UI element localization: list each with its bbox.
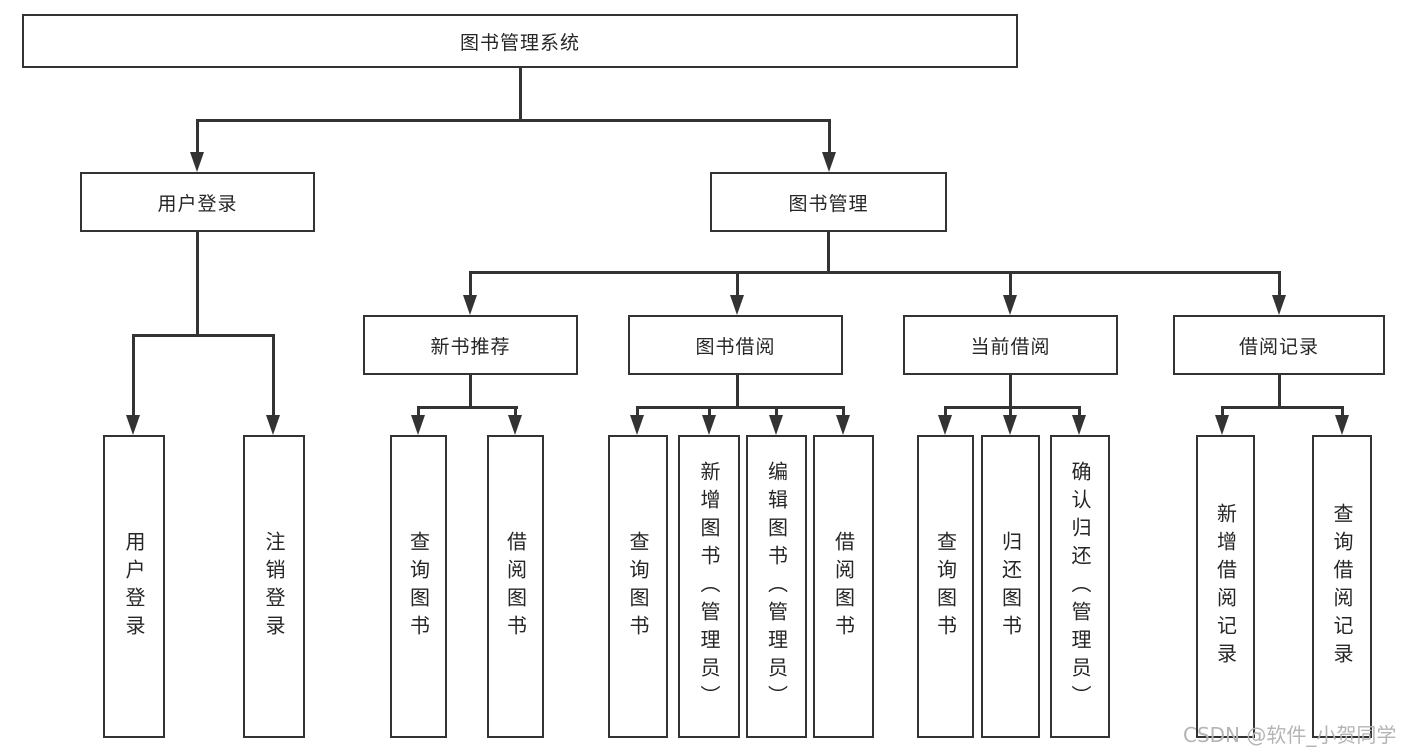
connector-records-stem	[1278, 375, 1281, 408]
connector-leg	[636, 406, 639, 418]
connector-leg	[736, 271, 739, 299]
node-book-borrowing-label: 图书借阅	[695, 335, 776, 358]
arrowhead-down	[1003, 295, 1017, 315]
leaf-logout-label: 注销登录	[262, 530, 286, 643]
arrowhead-down	[126, 415, 140, 435]
connector-leg	[1278, 271, 1281, 299]
connector-recommend-rail	[417, 406, 518, 409]
connector-leg	[775, 406, 778, 418]
leaf-add-borrow-record: 新增借阅记录	[1196, 435, 1255, 738]
connector-root-rail	[196, 119, 831, 122]
connector-bookmgmt-rail	[469, 271, 1281, 274]
arrowhead-down	[769, 415, 783, 435]
node-new-book-recommend-label: 新书推荐	[430, 335, 511, 358]
connector-userlogin-stem	[196, 232, 199, 336]
arrowhead-down	[1215, 415, 1229, 435]
arrowhead-down	[822, 152, 836, 172]
connector-borrowing-rail	[636, 406, 845, 409]
leaf-return-books: 归还图书	[981, 435, 1040, 738]
node-book-management-label: 图书管理	[788, 192, 869, 215]
connector-current-rail	[944, 406, 1081, 409]
connector-leg	[842, 406, 845, 418]
arrowhead-down	[508, 415, 522, 435]
connector-leg	[1009, 271, 1012, 299]
node-root-system: 图书管理系统	[22, 14, 1018, 68]
leaf-query-books-recommend-label: 查询图书	[406, 530, 431, 643]
connector-borrowing-stem	[736, 375, 739, 408]
arrowhead-down	[702, 415, 716, 435]
connector-leg	[828, 119, 831, 159]
connector-bookmgmt-stem	[827, 232, 830, 273]
leaf-borrow-books: 借阅图书	[813, 435, 874, 738]
connector-leg	[272, 334, 275, 418]
arrowhead-down	[1272, 295, 1286, 315]
connector-leg	[1341, 406, 1344, 418]
connector-leg	[1078, 406, 1081, 418]
arrowhead-down	[836, 415, 850, 435]
connector-leg	[196, 119, 199, 159]
node-current-borrowing: 当前借阅	[903, 315, 1118, 375]
leaf-user-login: 用户登录	[103, 435, 165, 738]
node-user-login: 用户登录	[80, 172, 315, 232]
leaf-add-borrow-record-label: 新增借阅记录	[1213, 502, 1238, 671]
leaf-query-books-borrowing-label: 查询图书	[626, 530, 650, 643]
leaf-edit-books-admin: 编辑图书（管理员）	[746, 435, 807, 738]
leaf-query-books-current: 查询图书	[917, 435, 974, 738]
arrowhead-down	[411, 415, 425, 435]
leaf-query-books-recommend: 查询图书	[390, 435, 447, 738]
leaf-query-borrow-record-label: 查询借阅记录	[1330, 502, 1354, 671]
leaf-confirm-return-admin-label: 确认归还（管理员）	[1068, 460, 1092, 713]
leaf-return-books-label: 归还图书	[998, 530, 1023, 643]
connector-current-stem	[1009, 375, 1012, 408]
leaf-edit-books-admin-label: 编辑图书（管理员）	[764, 460, 789, 713]
leaf-logout: 注销登录	[243, 435, 305, 738]
connector-leg	[708, 406, 711, 418]
arrowhead-down	[190, 152, 204, 172]
leaf-borrow-books-recommend-label: 借阅图书	[503, 530, 528, 643]
arrowhead-down	[1003, 415, 1017, 435]
leaf-borrow-books-recommend: 借阅图书	[487, 435, 544, 738]
connector-userlogin-rail	[132, 334, 275, 337]
arrowhead-down	[938, 415, 952, 435]
leaf-query-books-current-label: 查询图书	[933, 530, 958, 643]
node-new-book-recommend: 新书推荐	[363, 315, 578, 375]
leaf-borrow-books-label: 借阅图书	[831, 530, 856, 643]
leaf-add-books-admin: 新增图书（管理员）	[678, 435, 740, 738]
leaf-add-books-admin-label: 新增图书（管理员）	[697, 460, 721, 713]
leaf-query-borrow-record: 查询借阅记录	[1312, 435, 1372, 738]
connector-records-rail	[1221, 406, 1344, 409]
connector-leg	[417, 406, 420, 418]
arrowhead-down	[730, 295, 744, 315]
arrowhead-down	[1072, 415, 1086, 435]
connector-leg	[1009, 406, 1012, 418]
node-book-borrowing: 图书借阅	[628, 315, 843, 375]
node-book-management: 图书管理	[710, 172, 947, 232]
connector-root-stem	[519, 68, 522, 121]
connector-leg	[469, 271, 472, 299]
leaf-confirm-return-admin: 确认归还（管理员）	[1050, 435, 1110, 738]
arrowhead-down	[630, 415, 644, 435]
node-root-label: 图书管理系统	[459, 31, 580, 54]
connector-leg	[514, 406, 517, 418]
arrowhead-down	[266, 415, 280, 435]
node-current-borrowing-label: 当前借阅	[970, 335, 1051, 358]
node-borrowing-records-label: 借阅记录	[1238, 335, 1319, 358]
arrowhead-down	[463, 295, 477, 315]
node-borrowing-records: 借阅记录	[1173, 315, 1385, 375]
csdn-watermark: CSDN @软件_小贺同学	[1183, 723, 1397, 747]
leaf-query-books-borrowing: 查询图书	[608, 435, 668, 738]
connector-leg	[944, 406, 947, 418]
connector-leg	[1221, 406, 1224, 418]
leaf-user-login-label: 用户登录	[122, 530, 146, 643]
arrowhead-down	[1335, 415, 1349, 435]
connector-leg	[132, 334, 135, 418]
connector-recommend-stem	[469, 375, 472, 408]
node-user-login-label: 用户登录	[157, 192, 238, 215]
